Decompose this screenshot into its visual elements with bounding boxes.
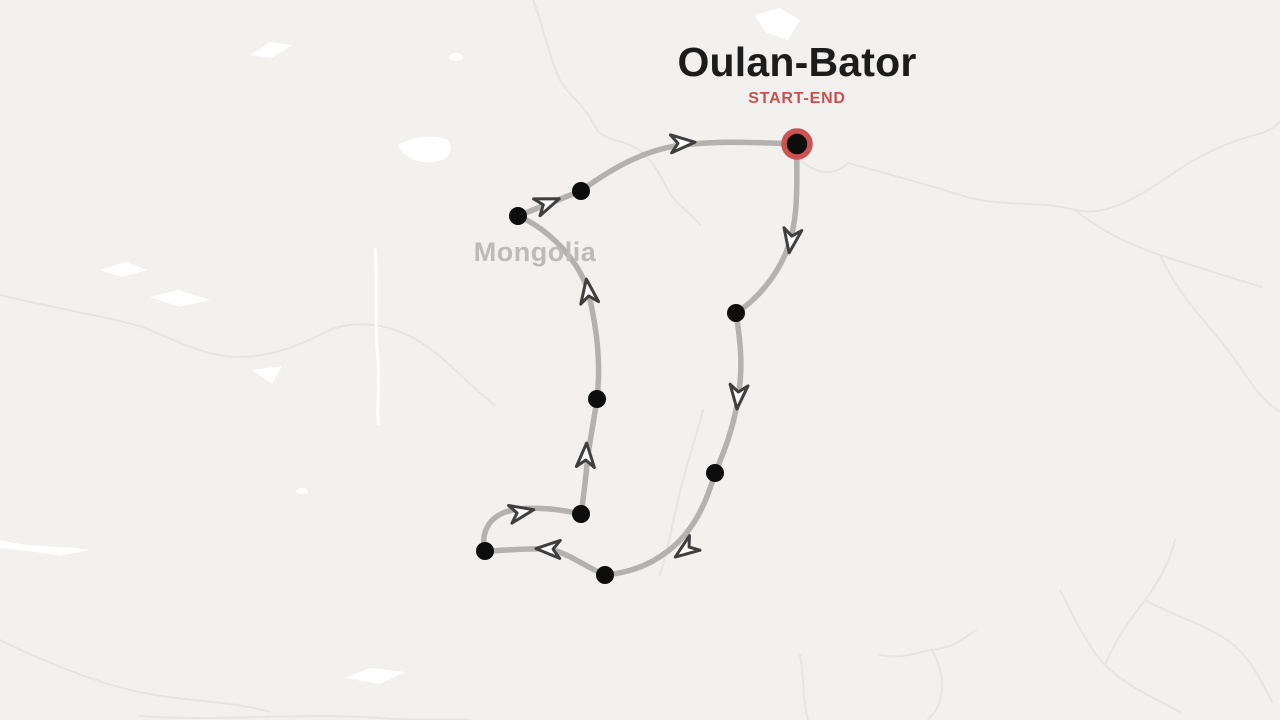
start-end-marker [781, 128, 813, 160]
direction-arrow-icon [728, 382, 750, 411]
waypoint-dot [572, 182, 590, 200]
route-overlay [476, 128, 813, 584]
direction-arrow-icon [534, 538, 562, 560]
direction-arrow-icon [579, 277, 601, 306]
direction-arrow-icon [673, 534, 702, 559]
direction-arrow-icon [668, 133, 697, 155]
waypoint-dot [727, 304, 745, 322]
direction-arrow-icon [574, 441, 596, 469]
start-end-tag: START-END [748, 90, 846, 107]
direction-arrow-icon [532, 197, 561, 218]
waypoint-dot [588, 390, 606, 408]
waypoint-dot [596, 566, 614, 584]
waypoint-dot [572, 505, 590, 523]
terrain-patches [0, 8, 800, 684]
waypoint-dot [706, 464, 724, 482]
direction-arrow-icon [507, 503, 536, 525]
waypoint-dot [509, 207, 527, 225]
direction-arrow-icon [782, 226, 804, 255]
country-label: Mongolia [473, 237, 597, 267]
waypoint-dot [476, 542, 494, 560]
city-title: Oulan-Bator [677, 39, 917, 85]
route-line [481, 139, 800, 578]
